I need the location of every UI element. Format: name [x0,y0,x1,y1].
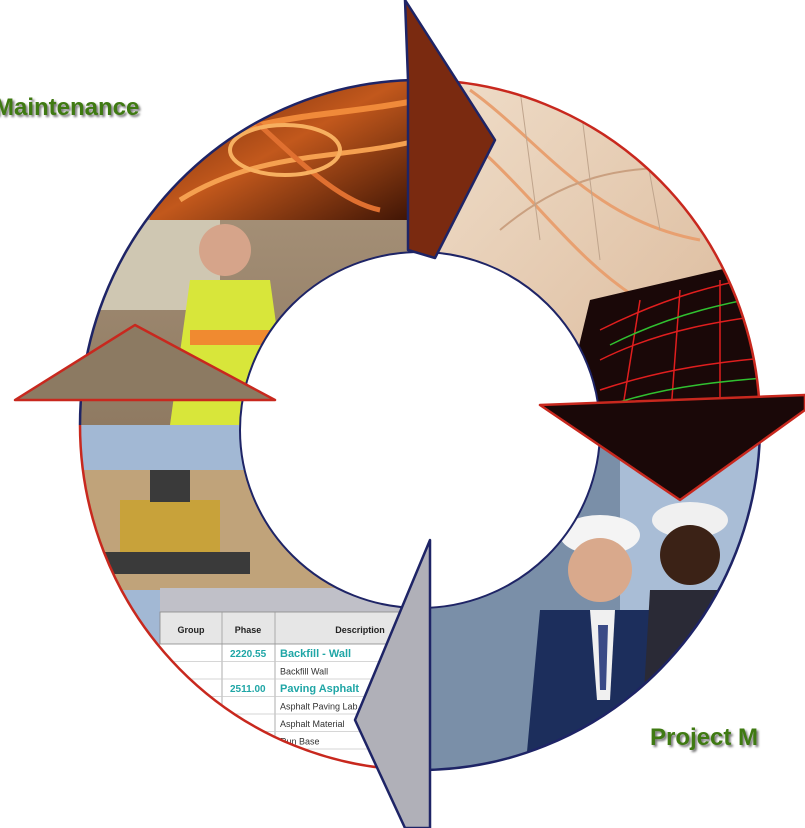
table-header-cell: Description [335,625,385,635]
project-label: Project M [650,724,759,751]
maintenance-label: Maintenance [0,94,140,121]
table-cell: 2psi [280,772,297,782]
table-cell: Paving Asphalt [280,683,359,695]
table-cell: Asphalt Material [280,719,345,729]
cycle-arrow-left [13,323,277,402]
cycle-arrow-bottom [353,538,432,828]
road-design-photo [420,80,760,425]
highway-worker-photo [79,80,420,425]
table-cell: Asphalt Paving Lab./Equip Only [280,702,407,712]
table-header-cell: Phase [235,625,262,635]
table-cell: 2220.55 [230,649,267,660]
table-cell: Typ [280,789,295,799]
cycle-arrow-top [403,0,497,260]
table-cell: Backfill Wall [280,667,328,677]
table-cell: Curb [280,753,306,765]
table-cell: Run Base [280,737,320,747]
table-cell: 2511.00 [230,684,266,695]
table-cell: Backfill - Wall [280,648,351,660]
cycle-arrow-right [538,393,805,502]
engineers-photo [420,425,760,770]
table-header-cell: Group [178,625,205,635]
